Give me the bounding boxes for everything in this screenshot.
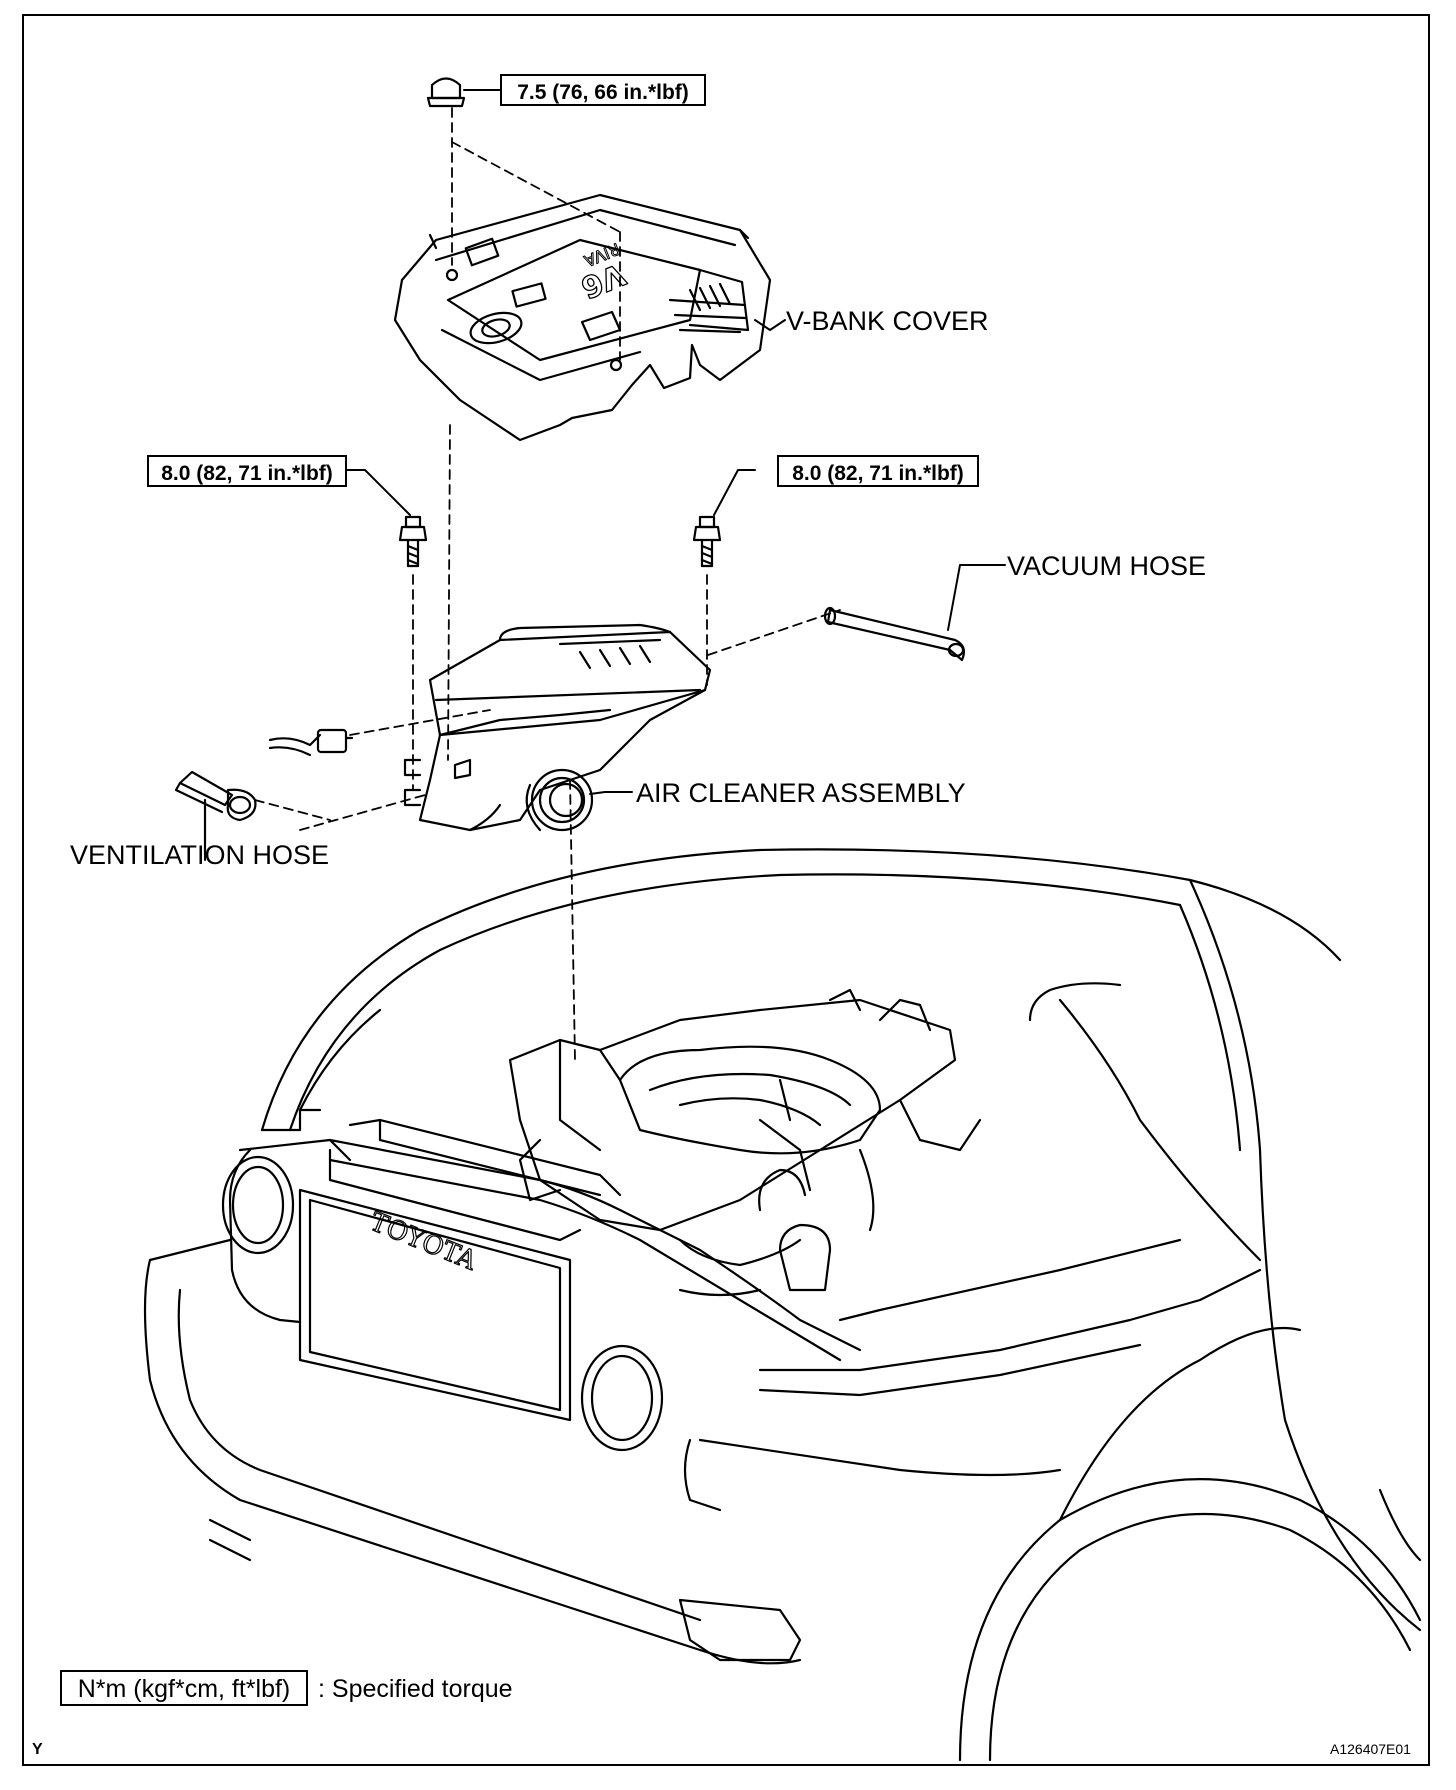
air-cleaner-drawing bbox=[403, 623, 712, 832]
legend-description: : Specified torque bbox=[318, 1675, 513, 1703]
vehicle-body-drawing: TOYOTA bbox=[143, 848, 1422, 1762]
sensor-connector-drawing bbox=[268, 728, 354, 757]
torque-callout-left-bolt: 8.0 (82, 71 in.*lbf) bbox=[147, 455, 347, 487]
grille-brand-lettering: TOYOTA bbox=[365, 1207, 481, 1277]
vacuum-hose-drawing bbox=[823, 606, 965, 662]
torque-value: 8.0 (82, 71 in.*lbf) bbox=[792, 462, 964, 485]
nut-alignment-lines bbox=[447, 107, 621, 761]
label-ventilation-hose: VENTILATION HOSE bbox=[70, 840, 330, 870]
right-bolt-drawing bbox=[692, 515, 722, 568]
label-v-bank-cover: V-BANK COVER bbox=[786, 306, 989, 336]
torque-callout-right-bolt: 8.0 (82, 71 in.*lbf) bbox=[777, 455, 979, 487]
legend-unit-text: N*m (kgf*cm, ft*lbf) bbox=[77, 1675, 291, 1703]
label-vacuum-hose: VACUUM HOSE bbox=[1007, 551, 1207, 581]
corner-code-left: Y bbox=[32, 1741, 43, 1758]
legend-unit-box: N*m (kgf*cm, ft*lbf) bbox=[60, 1670, 308, 1706]
torque-value: 8.0 (82, 71 in.*lbf) bbox=[161, 462, 333, 485]
label-air-cleaner-assembly: AIR CLEANER ASSEMBLY bbox=[636, 778, 966, 808]
cover-nut-drawing bbox=[426, 77, 466, 108]
left-bolt-drawing bbox=[398, 515, 428, 568]
torque-callout-cover-nut: 7.5 (76, 66 in.*lbf) bbox=[500, 74, 706, 106]
ventilation-hose-drawing bbox=[174, 770, 257, 857]
figure-id: A126407E01 bbox=[1330, 1741, 1411, 1757]
torque-value: 7.5 (76, 66 in.*lbf) bbox=[517, 81, 689, 104]
leader-lines bbox=[204, 89, 1006, 861]
